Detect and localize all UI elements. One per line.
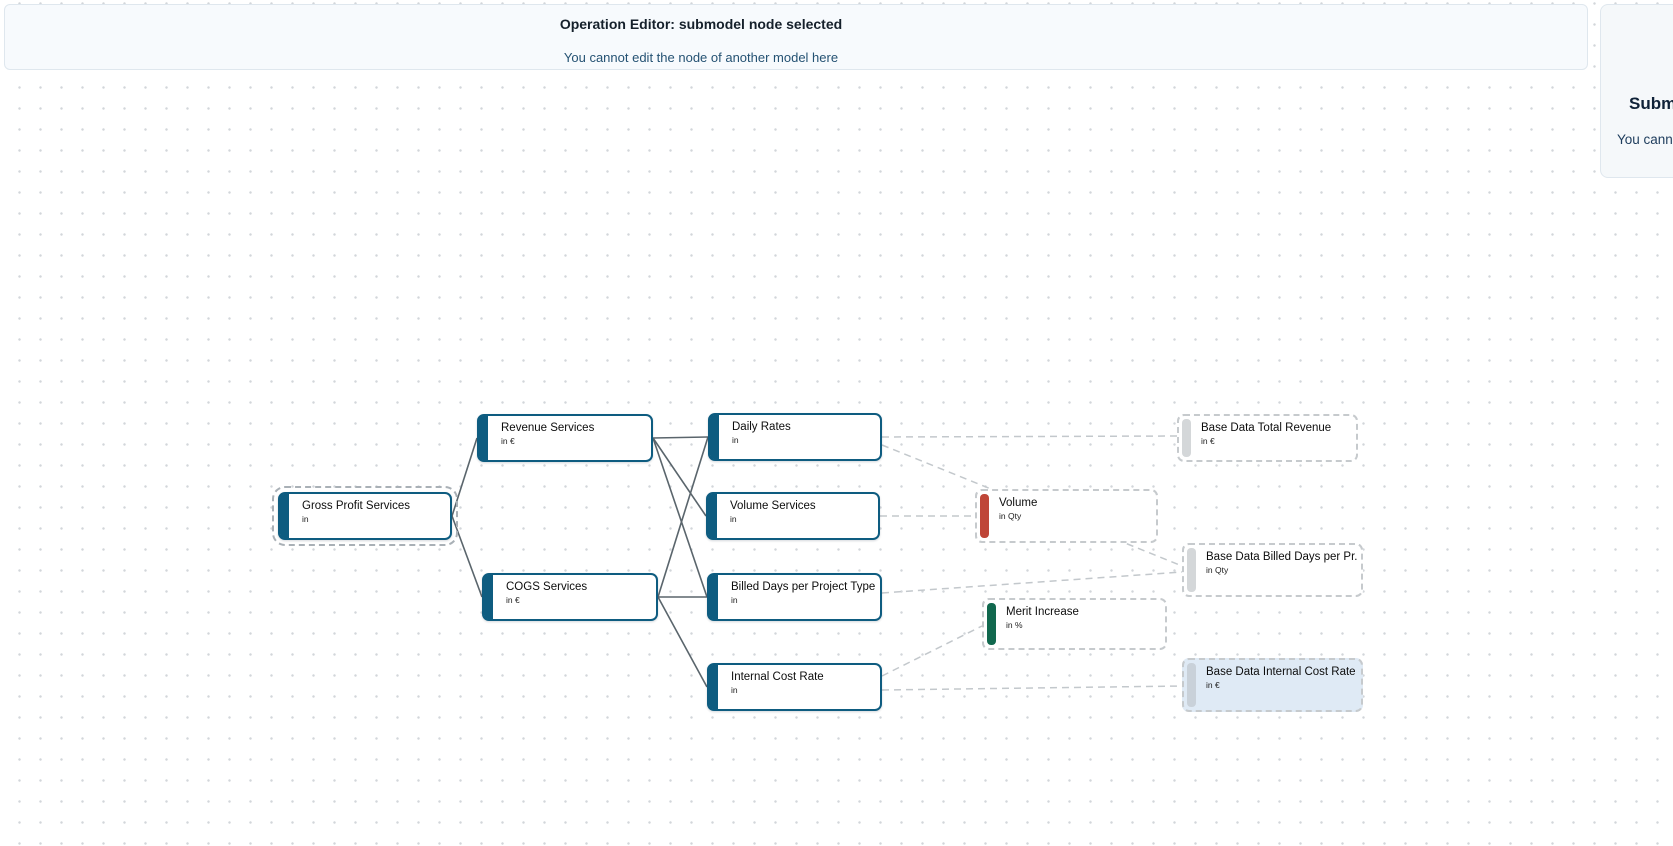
gross-profit-services-label-group: Gross Profit Services in <box>302 500 446 524</box>
gross-profit-services-unit: in <box>302 514 309 524</box>
edge-gross-profit-services-to-cogs-services <box>451 515 483 598</box>
banner-title: Operation Editor: submodel node selected <box>559 16 843 32</box>
volume-services-title: Volume Services <box>730 500 816 512</box>
node-base-data-billed-days-per-project-type[interactable]: Base Data Billed Days per Pr... in Qty <box>1182 543 1363 597</box>
billed-days-per-project-type-accent-bar <box>709 575 718 619</box>
volume-services-label-group: Volume Services in <box>730 500 874 524</box>
base-data-internal-cost-rate-title: Base Data Internal Cost Rate <box>1206 666 1356 678</box>
internal-cost-rate-label-group: Internal Cost Rate in <box>731 671 876 695</box>
side-panel-body: You cann <box>1617 132 1673 147</box>
base-data-total-revenue-accent-bar <box>1182 419 1191 457</box>
gross-profit-services-accent-bar <box>280 494 289 538</box>
base-data-total-revenue-unit: in € <box>1201 436 1215 446</box>
base-data-billed-days-per-project-type-label-group: Base Data Billed Days per Pr... in Qty <box>1206 551 1357 575</box>
edge-revenue-services-to-volume-services <box>652 437 707 517</box>
edge-revenue-services-to-billed-days-per-project-type <box>652 437 708 598</box>
volume-unit: in Qty <box>999 511 1022 521</box>
banner-subtitle: You cannot edit the node of another mode… <box>563 50 839 65</box>
volume-accent-bar <box>980 494 989 538</box>
volume-services-accent-bar <box>708 494 717 538</box>
internal-cost-rate-accent-bar <box>709 665 718 709</box>
billed-days-per-project-type-label-group: Billed Days per Project Type in <box>731 581 876 605</box>
billed-days-per-project-type-unit: in <box>731 595 738 605</box>
revenue-services-title: Revenue Services <box>501 422 595 434</box>
base-data-internal-cost-rate-accent-bar <box>1187 663 1196 707</box>
gross-profit-services-title: Gross Profit Services <box>302 500 410 512</box>
cogs-services-accent-bar <box>484 575 493 619</box>
node-daily-rates[interactable]: Daily Rates in <box>708 413 882 461</box>
daily-rates-accent-bar <box>710 415 719 459</box>
operation-editor-banner: Operation Editor: submodel node selected… <box>4 4 1588 70</box>
base-data-internal-cost-rate-label-group: Base Data Internal Cost Rate in € <box>1206 666 1357 690</box>
base-data-billed-days-per-project-type-unit: in Qty <box>1206 565 1229 575</box>
merit-increase-label-group: Merit Increase in % <box>1006 606 1161 630</box>
node-cogs-services[interactable]: COGS Services in € <box>482 573 658 621</box>
daily-rates-title: Daily Rates <box>732 421 791 433</box>
edge-internal-cost-rate-to-base-data-internal-cost-rate <box>881 685 1183 691</box>
node-volume-services[interactable]: Volume Services in <box>706 492 880 540</box>
node-billed-days-per-project-type[interactable]: Billed Days per Project Type in <box>707 573 882 621</box>
volume-title: Volume <box>999 497 1038 509</box>
revenue-services-unit: in € <box>501 436 515 446</box>
merit-increase-title: Merit Increase <box>1006 606 1079 618</box>
cogs-services-label-group: COGS Services in € <box>506 581 652 605</box>
edge-revenue-services-to-daily-rates <box>652 436 709 439</box>
daily-rates-label-group: Daily Rates in <box>732 421 876 445</box>
node-volume[interactable]: Volume in Qty <box>975 489 1158 543</box>
edge-internal-cost-rate-to-merit-increase <box>881 625 983 677</box>
node-revenue-services[interactable]: Revenue Services in € <box>477 414 653 462</box>
merit-increase-unit: in % <box>1006 620 1023 630</box>
daily-rates-unit: in <box>732 435 739 445</box>
base-data-internal-cost-rate-unit: in € <box>1206 680 1220 690</box>
node-base-data-internal-cost-rate[interactable]: Base Data Internal Cost Rate in € <box>1182 658 1363 712</box>
node-gross-profit-services[interactable]: Gross Profit Services in <box>272 486 458 546</box>
base-data-billed-days-per-project-type-title: Base Data Billed Days per Pr... <box>1206 551 1357 563</box>
internal-cost-rate-title: Internal Cost Rate <box>731 671 824 683</box>
revenue-services-accent-bar <box>479 416 488 460</box>
internal-cost-rate-unit: in <box>731 685 738 695</box>
volume-label-group: Volume in Qty <box>999 497 1152 521</box>
edge-gross-profit-services-to-revenue-services <box>451 437 478 517</box>
edge-billed-days-per-project-type-to-base-data-billed-days-per-project-type <box>881 571 1183 594</box>
edge-cogs-services-to-internal-cost-rate <box>657 596 708 688</box>
submodel-side-panel: Subm You cann <box>1600 4 1673 178</box>
base-data-billed-days-per-project-type-accent-bar <box>1187 548 1196 592</box>
cogs-services-unit: in € <box>506 595 520 605</box>
base-data-total-revenue-label-group: Base Data Total Revenue in € <box>1201 422 1352 446</box>
side-panel-title: Subm <box>1629 94 1673 113</box>
base-data-total-revenue-title: Base Data Total Revenue <box>1201 422 1332 434</box>
node-base-data-total-revenue[interactable]: Base Data Total Revenue in € <box>1177 414 1358 462</box>
edge-cogs-services-to-daily-rates <box>657 436 709 598</box>
edge-daily-rates-to-base-data-total-revenue <box>881 435 1178 438</box>
volume-services-unit: in <box>730 514 737 524</box>
node-merit-increase[interactable]: Merit Increase in % <box>982 598 1167 650</box>
billed-days-per-project-type-title: Billed Days per Project Type <box>731 581 876 593</box>
cogs-services-title: COGS Services <box>506 581 588 593</box>
merit-increase-accent-bar <box>987 603 996 645</box>
node-internal-cost-rate[interactable]: Internal Cost Rate in <box>707 663 882 711</box>
revenue-services-label-group: Revenue Services in € <box>501 422 647 446</box>
